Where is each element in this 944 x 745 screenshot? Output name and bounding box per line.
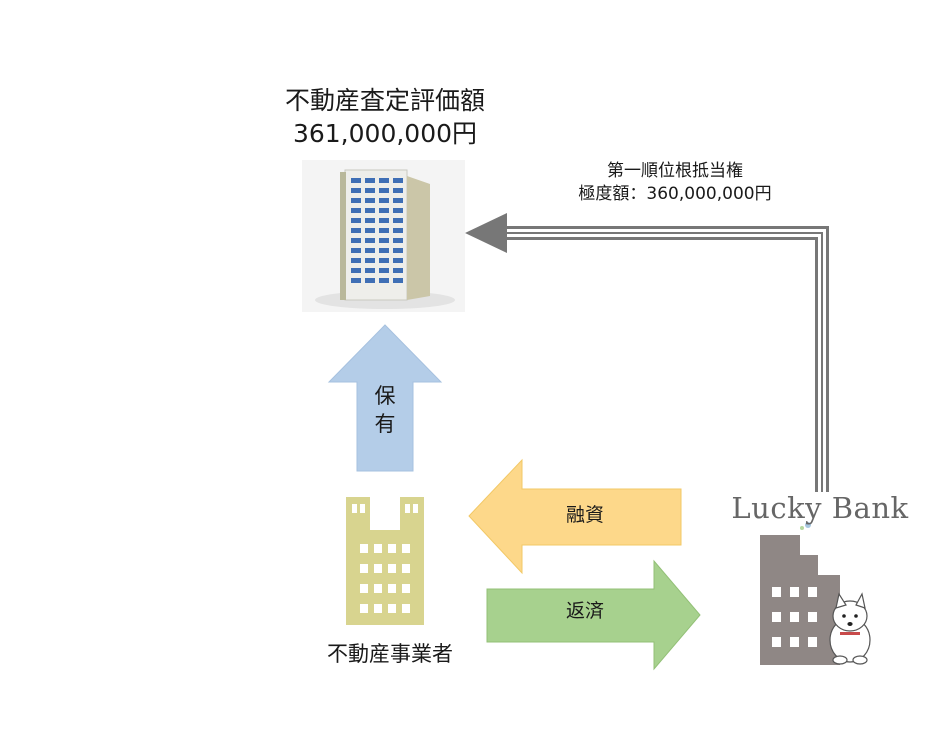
hold-arrow [327,324,443,472]
lender-building-icon [760,535,840,665]
loan-label: 融資 [565,504,604,526]
lender-brand-logo: Lucky Bank [731,491,909,525]
repay-arrow [486,559,701,671]
developer-building-icon [346,497,424,625]
repay-label: 返済 [565,600,604,622]
valuation-title: 不動産査定評価額 [284,86,485,115]
dog-mascot-icon [829,592,871,665]
loan-arrow [468,458,682,575]
mortgage-arrow [465,213,829,492]
valuation-amount: 361,000,000円 [292,119,478,148]
mortgage-rank-label: 第一順位根抵当権 [607,161,743,181]
mortgage-limit-label: 極度額：360,000,000円 [578,184,772,204]
developer-label: 不動産事業者 [327,642,453,666]
sparkle-icon [800,522,811,530]
hold-label: 保 有 [374,384,396,436]
apartment-building-icon [302,160,465,312]
